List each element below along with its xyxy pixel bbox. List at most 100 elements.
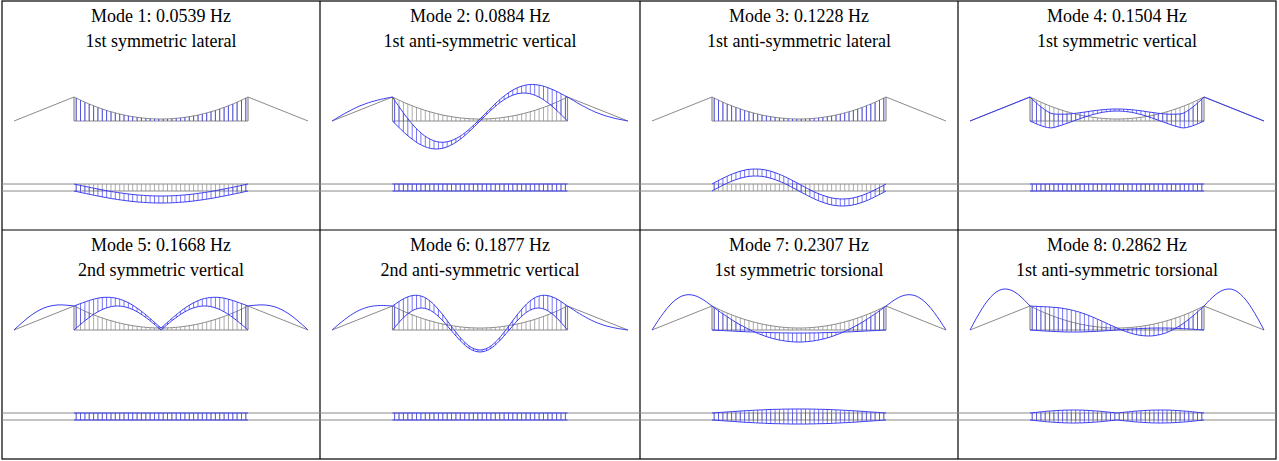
plan-hanger <box>486 413 487 420</box>
hanger <box>124 324 125 330</box>
deformed-plan-hanger <box>809 190 810 197</box>
deformed-plan-hanger <box>106 413 107 420</box>
deformed-plan-hanger <box>171 413 172 420</box>
side-cable <box>248 306 308 330</box>
deformed-plan-hanger <box>840 410 841 423</box>
deformed-hanger <box>224 107 225 121</box>
hanger <box>1075 114 1076 121</box>
deformed-hanger <box>206 113 207 121</box>
plan-hanger <box>460 413 461 420</box>
plan-hanger <box>770 184 771 191</box>
deformed-hanger <box>814 333 815 341</box>
hanger <box>1101 118 1102 121</box>
deformed-hanger <box>526 85 527 93</box>
deformed-plan-hanger <box>184 413 185 420</box>
deformed-plan-hanger <box>1184 411 1185 422</box>
deformed-hanger <box>477 350 478 352</box>
hanger <box>202 114 203 121</box>
hanger <box>455 117 456 121</box>
tower <box>73 97 74 121</box>
deformed-plan-hanger <box>189 195 190 202</box>
hanger <box>796 119 797 121</box>
deformed-plan-hanger <box>124 413 125 420</box>
plan-hanger <box>1201 413 1202 420</box>
deformed-plan-hanger <box>792 409 793 424</box>
deformed-plan-hanger <box>89 187 90 194</box>
deformed-hanger <box>137 117 138 121</box>
plan-deck-edge <box>640 420 958 421</box>
deformed-plan-edge <box>393 184 568 185</box>
deformed-plan-edge <box>1030 420 1204 423</box>
deformed-hanger <box>111 112 112 121</box>
plan-hanger <box>102 413 103 420</box>
hanger <box>1193 311 1194 330</box>
deformed-hanger <box>425 136 426 147</box>
hanger <box>749 112 750 121</box>
deformed-hanger <box>455 139 456 143</box>
hanger <box>111 321 112 330</box>
deformed-plan-hanger <box>714 413 715 420</box>
deformed-hanger <box>76 98 77 121</box>
deformed-hanger <box>198 115 199 121</box>
deformed-plan-hanger <box>534 184 535 191</box>
deformed-plan-hanger <box>241 185 242 192</box>
deformed-plan-hanger <box>1040 412 1041 421</box>
deformed-plan-hanger <box>184 195 185 202</box>
hanger <box>447 116 448 121</box>
deformed-plan-hanger <box>425 413 426 420</box>
deformed-hanger <box>1106 109 1107 111</box>
deformed-plan-hanger <box>416 184 417 191</box>
deformed-plan-hanger <box>744 170 745 177</box>
plan-hanger <box>722 413 723 420</box>
main-cable <box>74 306 248 328</box>
side-cable <box>652 97 712 121</box>
deformed-plan-hanger <box>1132 411 1133 421</box>
deformed-plan-hanger <box>561 184 562 191</box>
hanger <box>1197 309 1198 330</box>
deformed-plan-hanger <box>727 412 728 421</box>
plan-hanger <box>154 184 155 191</box>
plan-hanger <box>731 184 732 191</box>
hanger <box>801 119 802 121</box>
deformed-plan-hanger <box>455 413 456 420</box>
mode-description: 1st anti-symmetric lateral <box>640 29 958 54</box>
hanger <box>714 307 715 330</box>
deformed-plan-hanger <box>796 409 797 424</box>
hanger <box>818 118 819 121</box>
deformed-plan-hanger <box>1136 411 1137 422</box>
deformed-plan-hanger <box>762 169 763 176</box>
deformed-plan-hanger <box>857 197 858 204</box>
deformed-hanger <box>504 332 505 336</box>
deformed-plan-hanger <box>801 409 802 424</box>
plan-deck-edge <box>640 413 958 414</box>
deformed-plan-hanger <box>714 183 715 190</box>
deformed-plan-hanger <box>193 413 194 420</box>
deformed-plan-hanger <box>849 199 850 206</box>
hanger <box>211 321 212 330</box>
deformed-hanger <box>530 85 531 94</box>
plan-deck-edge <box>320 420 640 421</box>
deformed-plan-hanger <box>150 413 151 420</box>
deformed-plan-hanger <box>486 413 487 420</box>
deformed-hanger <box>1097 110 1098 113</box>
plan-hanger <box>438 413 439 420</box>
deformed-plan-hanger <box>1062 184 1063 191</box>
hanger <box>97 316 98 330</box>
deformed-plan-hanger <box>1053 184 1054 191</box>
deformed-hanger <box>508 327 509 331</box>
deformed-hanger <box>809 119 810 121</box>
deformed-hanger <box>495 342 496 345</box>
hanger <box>128 325 129 330</box>
deformed-plan-hanger <box>1045 411 1046 421</box>
deformed-plan-hanger <box>1071 184 1072 191</box>
deformed-hanger <box>167 322 168 324</box>
mode-cell: Mode 5: 0.1668 Hz2nd symmetric vertical <box>2 230 320 459</box>
tower <box>1203 97 1204 121</box>
deformed-plan-hanger <box>775 173 776 180</box>
deformed-hanger <box>883 98 884 121</box>
plan-hanger <box>232 413 233 420</box>
deformed-hanger <box>193 303 194 308</box>
deformed-hanger <box>775 333 776 339</box>
deformed-plan-hanger <box>407 413 408 420</box>
mode-cell: Mode 6: 0.1877 Hz2nd anti-symmetric vert… <box>320 230 640 459</box>
